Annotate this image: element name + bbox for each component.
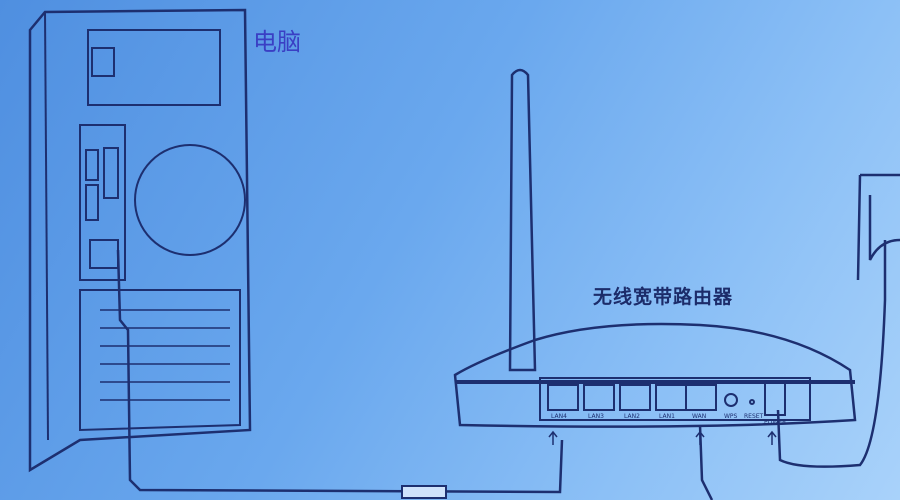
port-label: LAN3	[588, 413, 604, 420]
power-socket-icon	[91, 47, 115, 77]
port-label: LAN1	[659, 413, 675, 420]
ethernet-ports	[547, 384, 717, 411]
ethernet-cable-wan	[698, 424, 714, 500]
ethernet-cable-computer	[116, 249, 564, 494]
wireless-router	[453, 68, 857, 428]
power-port	[764, 382, 786, 416]
power-cable	[776, 240, 887, 468]
port-label: LAN2	[624, 413, 640, 420]
port-label: WAN	[692, 413, 707, 420]
arrow-icon	[548, 430, 777, 445]
port-label: LAN4	[551, 413, 567, 420]
port-label: RESET	[744, 413, 764, 420]
fan-vent	[134, 144, 246, 256]
computer-tower	[28, 8, 252, 473]
router-label: 无线宽带路由器	[593, 286, 734, 308]
port-label: POWER	[764, 419, 787, 426]
port-label: WPS	[724, 413, 738, 420]
wall-outlet	[856, 173, 900, 281]
computer-label: 电脑	[253, 28, 301, 56]
wps-button	[724, 393, 738, 407]
antenna	[508, 68, 537, 372]
